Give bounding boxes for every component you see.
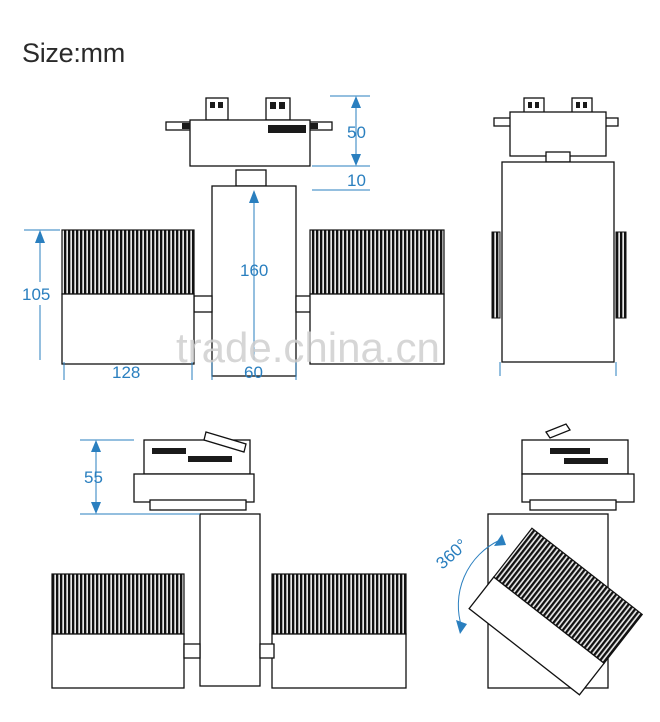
swivel-collar (235, 169, 267, 187)
watermark: trade.china.cn (176, 324, 440, 371)
side-stem (501, 161, 615, 363)
rotation-view: 360° (432, 423, 644, 696)
dim-128-label: 128 (112, 363, 140, 382)
dim-10-label: 10 (347, 171, 366, 190)
dim-60-label: 60 (244, 363, 263, 382)
track-view: 55 (51, 431, 407, 689)
dim-105-label: 105 (22, 285, 50, 304)
left-heatsink (61, 229, 195, 295)
terminal-block-right (265, 97, 291, 121)
rotated-lamp-head (468, 527, 644, 696)
track-view-stem (199, 513, 261, 687)
front-view: 50 10 160 105 128 60 (22, 95, 445, 382)
left-lamp-head (61, 293, 195, 365)
dim-50-label: 50 (347, 123, 366, 142)
right-heatsink (309, 229, 445, 295)
right-lamp-head (309, 293, 445, 365)
dim-160-label: 160 (240, 261, 268, 280)
side-view (491, 97, 627, 376)
terminal-block-left (205, 97, 229, 121)
dim-55-label: 55 (84, 468, 103, 487)
rotation-label: 360° (432, 535, 471, 573)
size-unit-title: Size:mm (22, 38, 125, 68)
